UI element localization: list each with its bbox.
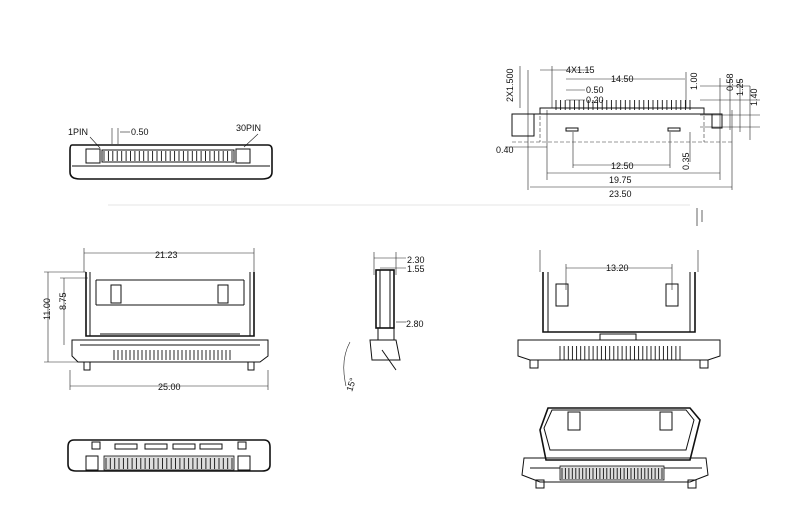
pin-row	[561, 468, 663, 479]
dim-875: 8.75	[58, 292, 68, 310]
isometric-view	[521, 407, 709, 489]
rear-view: 13.20	[517, 250, 721, 369]
dim-2123: 21.23	[155, 250, 178, 260]
dim-100: 1.00	[689, 72, 699, 90]
pin-top-view: 1PIN 30PIN 0.50	[68, 123, 273, 180]
label-pin-pitch: 0.50	[131, 127, 149, 137]
dim-1250: 12.50	[611, 161, 634, 171]
dim-040: 0.40	[496, 145, 514, 155]
front-view: 21.23 11.00 8.75 25.00	[42, 248, 269, 392]
dim-1100: 11.00	[42, 298, 52, 320]
pin-row	[555, 100, 691, 110]
dim-140: 1.40	[749, 88, 759, 106]
label-30pin: 30PIN	[236, 123, 261, 133]
dim-2500: 25.00	[158, 382, 181, 392]
pin-row	[103, 151, 233, 161]
label-1pin: 1PIN	[68, 127, 88, 137]
pin-row	[559, 346, 681, 360]
dimensioned-top-view: 2X1.500 4X1.15 14.50 0.50 0.20 1.00 0.58…	[496, 65, 760, 199]
dim-020: 0.20	[586, 95, 604, 105]
dim-035: 0.35	[681, 152, 691, 170]
dim-050: 0.50	[586, 85, 604, 95]
dim-155: 1.55	[407, 264, 425, 274]
pin-row	[105, 458, 233, 469]
dim-230: 2.30	[407, 255, 425, 265]
bottom-view	[67, 439, 271, 472]
dim-1975: 19.75	[609, 175, 632, 185]
side-view: 2.30 1.55 2.80 15°	[343, 252, 425, 393]
dim-2350: 23.50	[609, 189, 632, 199]
dim-2x1500: 2X1.500	[505, 68, 515, 102]
dim-angle: 15°	[344, 376, 358, 392]
pin-row	[113, 350, 231, 360]
dim-280: 2.80	[406, 319, 424, 329]
